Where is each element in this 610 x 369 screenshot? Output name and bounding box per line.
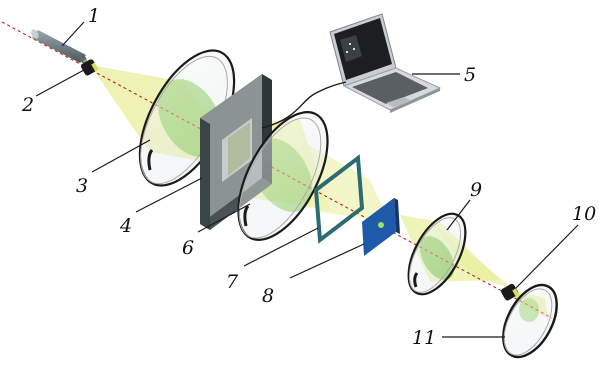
label-1: 1 xyxy=(88,5,100,27)
label-10: 10 xyxy=(572,203,596,225)
lens-6 xyxy=(237,111,329,241)
slm-frame xyxy=(313,154,365,244)
label-11: 11 xyxy=(412,327,436,349)
objective-icon xyxy=(81,59,99,76)
label-8: 8 xyxy=(262,285,274,307)
label-7: 7 xyxy=(226,271,239,293)
lens-11 xyxy=(502,283,558,359)
label-3: 3 xyxy=(76,175,88,197)
objective-2-icon xyxy=(501,283,520,301)
laptop-icon xyxy=(329,13,442,113)
laptop-cable xyxy=(261,81,347,129)
blue-filter xyxy=(362,198,400,256)
label-9: 9 xyxy=(470,179,482,201)
label-6: 6 xyxy=(182,237,194,259)
label-2: 2 xyxy=(21,94,34,116)
label-4: 4 xyxy=(119,215,132,237)
callout-labels: 1 2 3 4 5 6 7 8 9 10 11 xyxy=(21,5,596,349)
leader-lines xyxy=(35,21,579,338)
laser-source-icon xyxy=(31,29,87,64)
label-5: 5 xyxy=(464,64,476,86)
